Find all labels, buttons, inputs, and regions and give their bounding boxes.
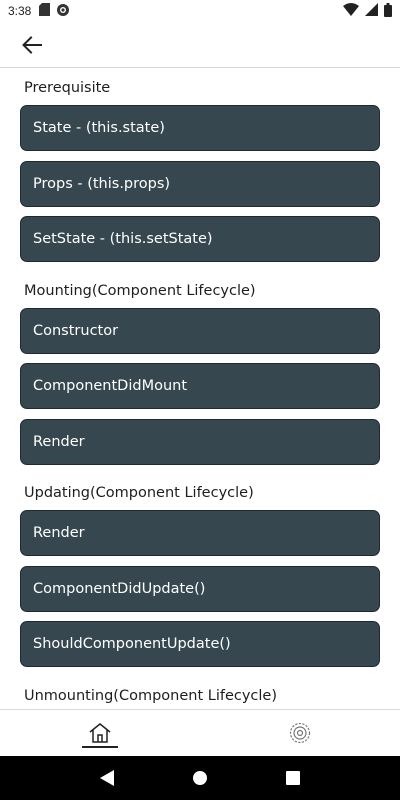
- home-circle-icon: [192, 771, 207, 785]
- app-bar: [0, 22, 400, 68]
- system-back-button[interactable]: [87, 758, 127, 798]
- wifi-icon: [343, 3, 359, 19]
- item-render-mounting-button[interactable]: Render: [20, 418, 380, 465]
- bottom-navigation: [0, 709, 400, 756]
- system-home-button[interactable]: [180, 758, 220, 798]
- system-navigation-bar: [0, 756, 400, 800]
- settings-icon: [289, 722, 311, 744]
- tab-home[interactable]: [0, 710, 200, 756]
- item-setstate-button[interactable]: SetState - (this.setState): [20, 216, 380, 262]
- section-title-prerequisite: Prerequisite: [24, 80, 111, 96]
- section-title-mounting: Mounting(Component Lifecycle): [24, 282, 256, 299]
- back-triangle-icon: [99, 770, 114, 786]
- item-state-button[interactable]: State - (this.state): [20, 105, 380, 151]
- recents-square-icon: [286, 771, 301, 785]
- item-constructor-button[interactable]: Constructor: [20, 307, 380, 354]
- section-title-unmounting: Unmounting(Component Lifecycle): [24, 687, 277, 704]
- home-icon: [89, 723, 111, 743]
- item-componentdidupdate-button[interactable]: ComponentDidUpdate(): [20, 565, 380, 612]
- sd-card-icon: [39, 3, 51, 19]
- system-recents-button[interactable]: [273, 758, 313, 798]
- item-props-button[interactable]: Props - (this.props): [20, 160, 380, 207]
- item-componentdidmount-button[interactable]: ComponentDidMount: [20, 363, 380, 409]
- content-list[interactable]: Prerequisite State - (this.state) Props …: [0, 69, 400, 709]
- signal-icon: [365, 3, 378, 19]
- item-render-updating-button[interactable]: Render: [20, 510, 380, 556]
- section-title-updating: Updating(Component Lifecycle): [24, 485, 254, 501]
- item-shouldcomponentupdate-button[interactable]: ShouldComponentUpdate(): [20, 621, 380, 667]
- status-time: 3:38: [8, 4, 32, 18]
- status-right-icons: [343, 2, 392, 20]
- back-button[interactable]: [18, 31, 46, 59]
- status-bar: 3:38: [0, 0, 400, 22]
- arrow-left-icon: [22, 35, 42, 54]
- battery-icon: [384, 2, 392, 20]
- tab-settings[interactable]: [200, 710, 400, 756]
- at-sign-icon: [56, 3, 70, 20]
- status-left-icons: [39, 3, 70, 20]
- active-tab-indicator: [82, 746, 118, 748]
